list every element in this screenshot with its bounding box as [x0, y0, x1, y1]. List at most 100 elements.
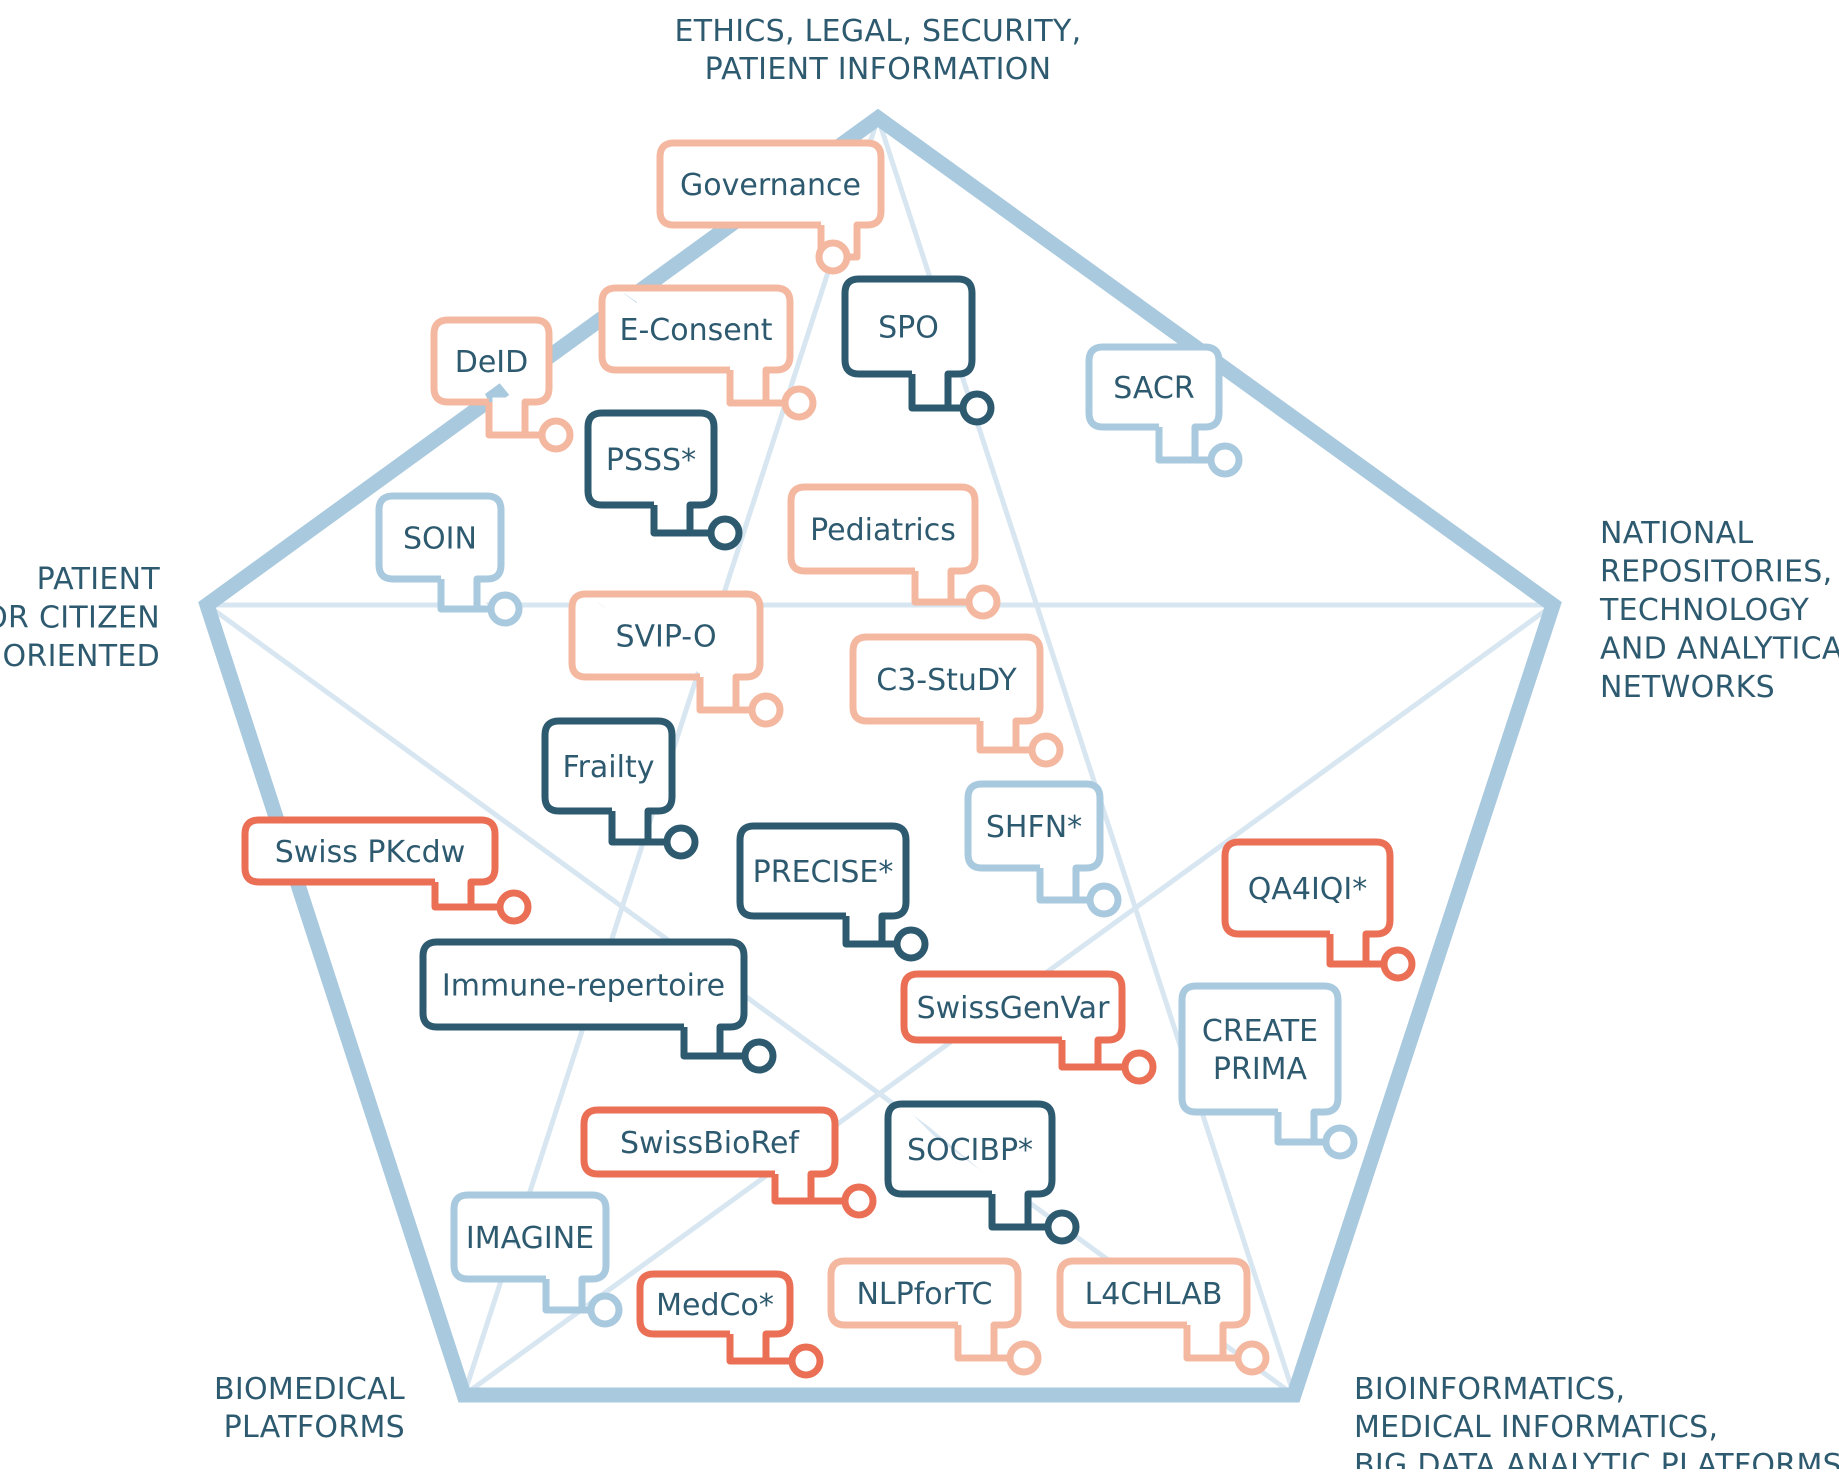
node-connector-circle [587, 1292, 623, 1328]
corner-label-line: BIOINFORMATICS, [1354, 1372, 1625, 1407]
node-label: PRECISE* [753, 855, 894, 890]
node-tail-fill [1043, 863, 1073, 893]
node-imagine: IMAGINE [450, 1191, 623, 1328]
corner-label-line: PLATFORMS [224, 1410, 405, 1445]
node-box [884, 1100, 1056, 1231]
pentagon-frame [198, 108, 1562, 1403]
node-label-line: E-Consent [620, 313, 773, 348]
corner-labels: ETHICS, LEGAL, SECURITY,PATIENT INFORMAT… [0, 14, 1839, 1473]
node-box [419, 938, 748, 1060]
node-label: Pediatrics [810, 513, 956, 548]
node-tail-fill [1281, 1107, 1311, 1135]
node-label: SOIN [403, 522, 477, 557]
node-label: SPO [878, 311, 939, 346]
node-connector-circle [1380, 946, 1416, 982]
node-tail-fill [1065, 1035, 1095, 1060]
node-label: Swiss PKcdw [275, 835, 466, 870]
node-swissgenvar: SwissGenVar [900, 970, 1157, 1085]
node-box [584, 409, 718, 537]
node-label-line: L4CHLAB [1085, 1277, 1223, 1312]
node-tail-fill [1333, 929, 1363, 957]
node-label-line: PRECISE* [753, 855, 894, 890]
node-label-line: Frailty [563, 750, 655, 785]
node-connector-circle [707, 515, 743, 551]
corner-label-line: OR CITIZEN [0, 601, 160, 636]
node-label-line: IMAGINE [466, 1221, 594, 1256]
node-tail-fill [733, 365, 763, 396]
node-e-consent: E-Consent [598, 284, 817, 421]
corner-label-line: AND ANALYTICAL [1600, 632, 1839, 667]
node-box [1056, 1257, 1251, 1362]
node-svip-o: SVIP-O [568, 590, 784, 728]
node-connector-circle [788, 1343, 824, 1379]
node-label-line: SVIP-O [615, 620, 716, 655]
node-label-line: DeID [455, 345, 529, 380]
node-governance: Governance [656, 139, 885, 275]
node-connector-circle [1044, 1209, 1080, 1245]
node-pediatrics: Pediatrics [787, 483, 1001, 620]
node-label-line: Governance [680, 168, 861, 203]
node-tail-fill [703, 672, 733, 703]
node-label: C3-StuDY [876, 663, 1017, 698]
node-swissbioref: SwissBioRef [580, 1106, 877, 1219]
node-shfn: SHFN* [964, 780, 1122, 918]
node-connector-circle [1207, 442, 1243, 478]
node-precise: PRECISE* [736, 822, 929, 962]
node-box [241, 816, 500, 911]
node-tail-fill [615, 806, 645, 835]
node-label-line: Swiss PKcdw [275, 835, 466, 870]
node-connector-circle [815, 239, 851, 275]
node-connector-circle [1322, 1124, 1358, 1160]
node-label: DeID [455, 345, 529, 380]
node-label: MedCo* [656, 1288, 774, 1323]
node-spo: SPO [841, 275, 995, 426]
node-connector-circle [1086, 882, 1122, 918]
node-tail-fill [983, 716, 1013, 743]
node-label: E-Consent [620, 313, 773, 348]
node-label: SwissBioRef [620, 1126, 800, 1161]
node-tail-fill [849, 911, 879, 937]
node-label-line: MedCo* [656, 1288, 774, 1323]
corner-label-line: ORIENTED [3, 639, 160, 674]
node-l4chlab: L4CHLAB [1056, 1257, 1270, 1376]
node-nlpfortc: NLPforTC [827, 1257, 1042, 1376]
node-box [827, 1257, 1022, 1362]
node-connector-circle [538, 417, 574, 453]
node-box [636, 1270, 794, 1365]
node-medco: MedCo* [636, 1270, 824, 1379]
corner-label-line: NETWORKS [1600, 670, 1775, 705]
node-tail-fill [918, 566, 948, 595]
node-label-line: NLPforTC [856, 1277, 992, 1312]
node-label-line: PSSS* [606, 443, 696, 478]
corner-label-line: MEDICAL INFORMATICS, [1354, 1410, 1718, 1445]
corner-label-top: ETHICS, LEGAL, SECURITY,PATIENT INFORMAT… [675, 14, 1082, 87]
node-soin: SOIN [375, 492, 523, 627]
node-label: PSSS* [606, 443, 696, 478]
node-connector-circle [1121, 1049, 1157, 1085]
node-label: IMAGINE [466, 1221, 594, 1256]
node-tail-fill [915, 369, 945, 401]
node-label-line: C3-StuDY [876, 663, 1017, 698]
node-label: L4CHLAB [1085, 1277, 1223, 1312]
node-label-line: SPO [878, 311, 939, 346]
node-label-line: QA4IQI* [1248, 872, 1368, 907]
node-label: SHFN* [986, 810, 1082, 845]
node-c3-study: C3-StuDY [849, 633, 1064, 768]
corner-label-line: BIG DATA ANALYTIC PLATFORMS [1354, 1448, 1839, 1469]
node-label: SwissGenVar [917, 991, 1110, 1026]
corner-label-line: PATIENT INFORMATION [705, 52, 1052, 87]
node-psss: PSSS* [584, 409, 743, 551]
node-label: Immune-repertoire [442, 969, 725, 1004]
node-socibp: SOCIBP* [884, 1100, 1080, 1245]
corner-label-line: PATIENT [37, 562, 161, 597]
node-connector-circle [1028, 732, 1064, 768]
node-label: Governance [680, 168, 861, 203]
node-connector-circle [965, 584, 1001, 620]
node-tail-fill [549, 1274, 579, 1303]
corner-label-bottom-right: BIOINFORMATICS,MEDICAL INFORMATICS, BIG D… [1354, 1372, 1839, 1469]
